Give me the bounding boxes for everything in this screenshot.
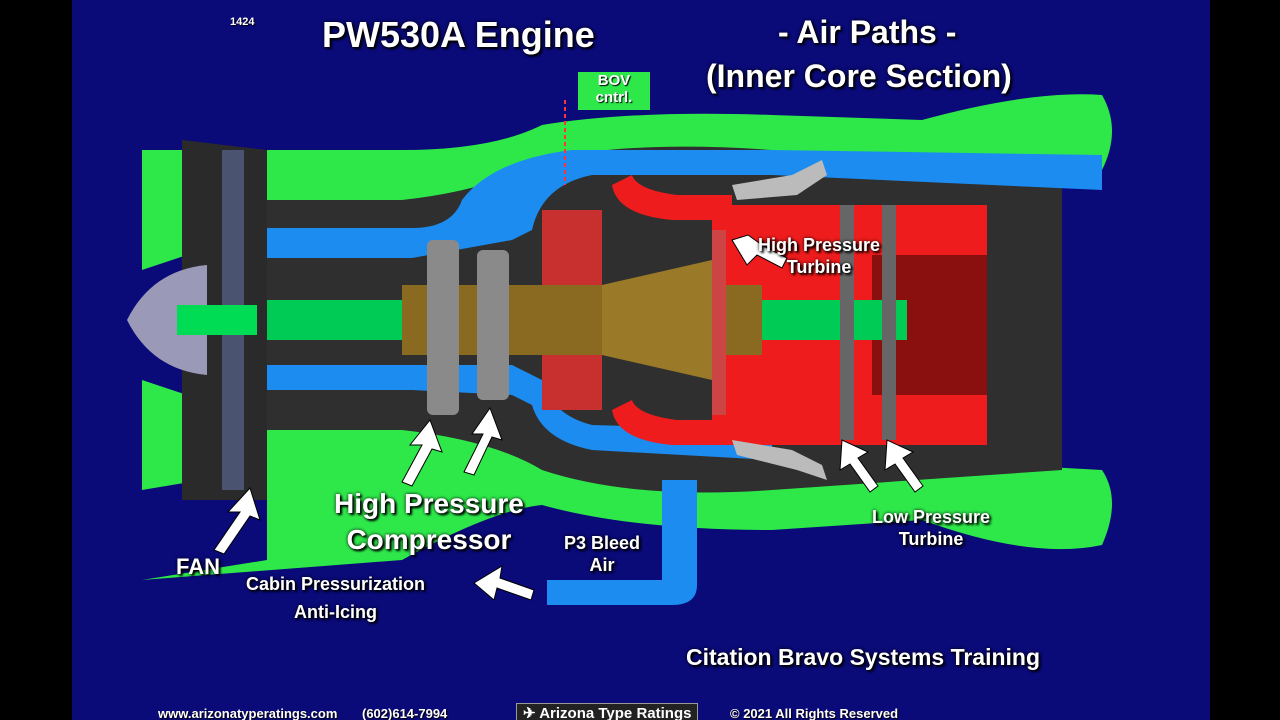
arrow-hp-turbine [731,234,788,269]
label-hp-compressor: High Pressure Compressor [334,488,524,555]
p3-bleed-duct [547,480,697,605]
bov-control-label: BOV cntrl. [578,72,650,110]
hp-compressor-stage-2 [477,250,509,400]
arrow-hp-compressor-2 [463,406,503,476]
hp-spool-cone [602,260,712,380]
footer-copyright: © 2021 All Rights Reserved [730,706,899,720]
engine-cutaway-diagram [127,94,1112,605]
arrow-hp-compressor-1 [401,419,443,487]
lp-turbine-stage-1 [840,205,854,440]
label-cabin-pressurization: Cabin Pressurization Anti-Icing [246,574,426,622]
fuel-nozzle-lower [732,440,827,480]
lp-shaft [177,305,257,335]
combustor-upper [612,175,732,220]
arrow-fan [213,487,261,555]
footer-website[interactable]: www.arizonatyperatings.com [158,706,338,720]
hp-compressor-stage-1 [427,240,459,415]
label-lp-turbine: Low Pressure Turbine [872,507,991,549]
spinner [127,265,207,375]
footer-logo-text: Arizona Type Ratings [539,705,692,720]
label-hp-turbine: High Pressure Turbine [758,235,881,277]
hp-turbine-rotor [712,230,726,415]
slide: 1424 PW530A Engine - Air Paths - (Inner … [72,0,1210,720]
arrow-cabin [473,565,535,601]
bypass-duct-lower [142,420,1112,580]
combustor-lower [612,400,732,445]
arrow-lp-turbine-1 [839,439,879,493]
fuel-nozzle-upper [732,160,827,200]
subtitle-line-1: - Air Paths - [778,14,957,50]
label-fan: FAN [176,554,220,579]
subtitle-line-2: (Inner Core Section) [706,58,1012,94]
lp-turbine-stage-2 [882,205,896,440]
page-title: PW530A Engine [322,14,595,55]
core-air-upper [267,150,1102,258]
logo-icon: ✈ [523,705,536,720]
course-title: Citation Bravo Systems Training [686,644,1041,670]
label-p3-bleed: P3 Bleed Air [564,533,641,575]
footer-phone: (602)614-7994 [362,706,448,720]
arrow-lp-turbine-2 [884,439,924,493]
footer-logo: ✈ Arizona Type Ratings [516,703,699,720]
slide-number: 1424 [230,16,255,28]
